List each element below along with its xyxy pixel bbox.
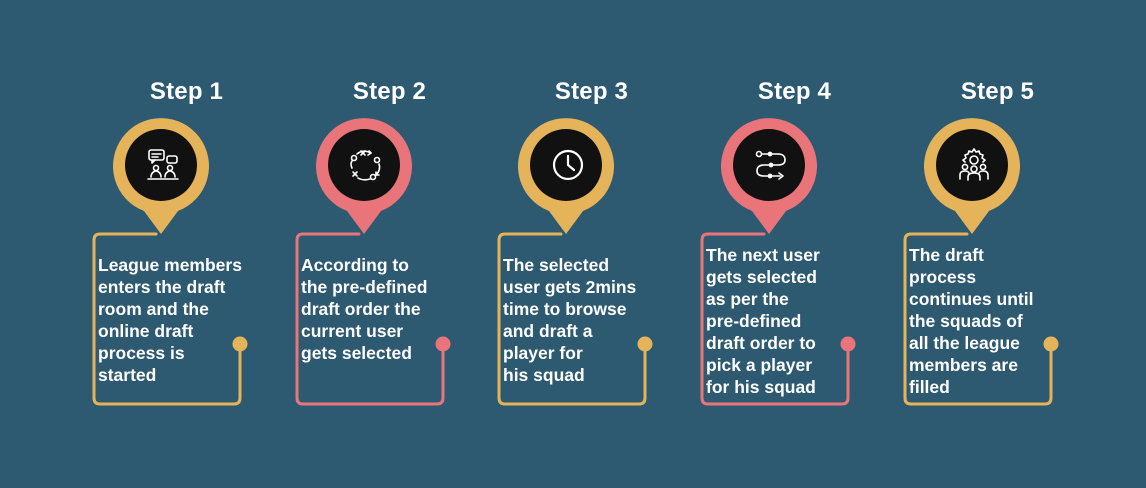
description-line: for his squad: [706, 377, 816, 397]
step-pin: [111, 116, 211, 240]
step-1: Step 1 Lea: [84, 0, 289, 488]
flow-path-icon: [754, 148, 788, 182]
step-title: Step 3: [554, 78, 629, 105]
description-line: time to browse: [503, 299, 627, 319]
description-line: The next user: [706, 245, 820, 265]
description-line: user gets 2mins: [503, 277, 637, 297]
description-line: the squads of: [909, 311, 1023, 331]
description-line: continues until: [909, 289, 1034, 309]
team-gear-icon: [957, 148, 991, 182]
description-line: The selected: [503, 255, 610, 275]
description-line: online draft: [98, 321, 194, 341]
description-line: his squad: [503, 365, 585, 385]
step-2: Step 2: [287, 0, 492, 488]
step-title: Step 4: [757, 78, 832, 105]
description-line: process: [909, 267, 977, 287]
description-line: filled: [909, 377, 950, 397]
description-line: all the league: [909, 333, 1020, 353]
description-line: League members: [98, 255, 242, 275]
description-line: current user: [301, 321, 404, 341]
description-line: room and the: [98, 299, 209, 319]
description-line: members are: [909, 355, 1018, 375]
step-pin: [719, 116, 819, 240]
description-line: process is: [98, 343, 185, 363]
description-line: The draft: [909, 245, 984, 265]
description-line: and draft a: [503, 321, 593, 341]
description-line: draft order to: [706, 333, 816, 353]
step-title: Step 1: [149, 78, 224, 105]
description-line: started: [98, 365, 157, 385]
step-pin: [314, 116, 414, 240]
description-line: gets selected: [706, 267, 817, 287]
description-line: player for: [503, 343, 583, 363]
step-title: Step 2: [352, 78, 427, 105]
description-line: According to: [301, 255, 409, 275]
description-line: as per the: [706, 289, 789, 309]
description-line: pre-defined: [706, 311, 802, 331]
description-line: pick a player: [706, 355, 813, 375]
clock-icon: [551, 148, 585, 182]
chat-meeting-icon: [146, 148, 180, 182]
description-line: gets selected: [301, 343, 412, 363]
strategy-cycle-icon: [349, 148, 383, 182]
step-title: Step 5: [960, 78, 1035, 105]
description-line: enters the draft: [98, 277, 226, 297]
step-pin: [922, 116, 1022, 240]
description-line: the pre-defined: [301, 277, 428, 297]
description-line: draft order the: [301, 299, 421, 319]
step-pin: [516, 116, 616, 240]
